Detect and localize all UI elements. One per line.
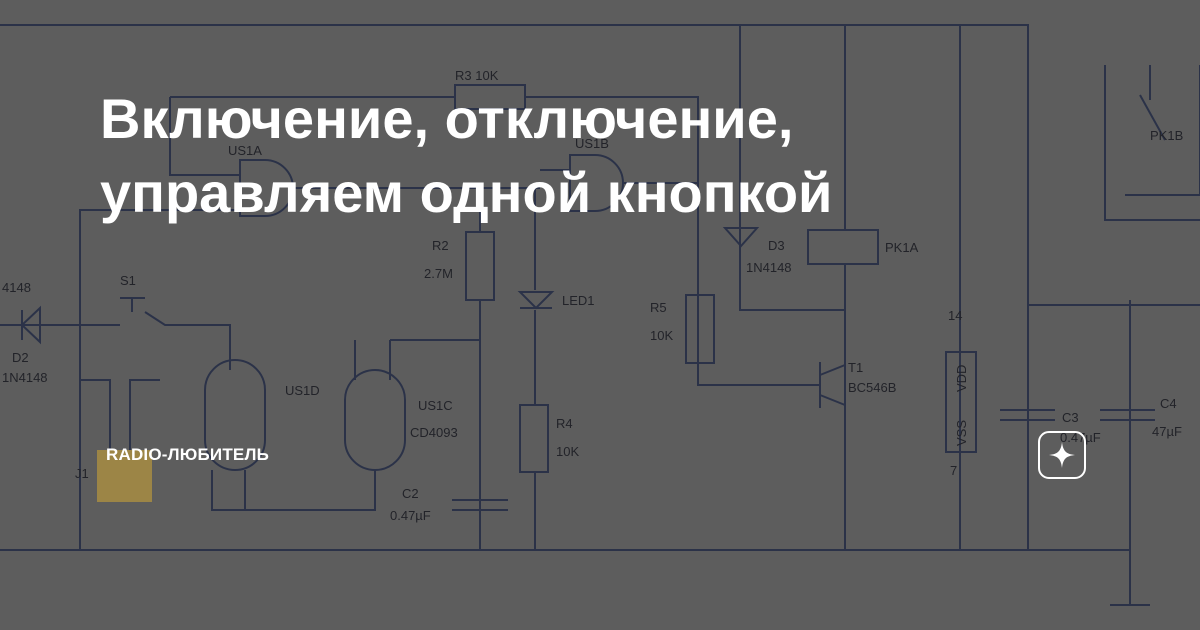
- zen-logo[interactable]: [1038, 431, 1086, 479]
- schematic-label-r5-value: 10K: [650, 328, 673, 343]
- schematic-label-led1: LED1: [562, 293, 595, 308]
- schematic-label-us1c: US1C: [418, 398, 453, 413]
- schematic-label-s1: S1: [120, 273, 136, 288]
- schematic-label-d3: D3: [768, 238, 785, 253]
- zen-sparkle-icon: [1049, 442, 1075, 468]
- schematic-label-vdd: VDD: [954, 365, 969, 392]
- schematic-label-t1-value: BC546B: [848, 380, 896, 395]
- schematic-label-d2-value: 1N4148: [2, 370, 48, 385]
- schematic-label-t1: T1: [848, 360, 863, 375]
- schematic-label-r3: R3 10K: [455, 68, 499, 83]
- headline-line-2: управляем одной кнопкой: [100, 161, 833, 224]
- schematic-label-c4-value: 47µF: [1152, 424, 1182, 439]
- schematic-label-c3: C3: [1062, 410, 1079, 425]
- schematic-label-pin14: 14: [948, 308, 962, 323]
- schematic-label-d2: D2: [12, 350, 29, 365]
- schematic-label-j1: J1: [75, 466, 89, 481]
- schematic-label-c2-value: 0.47µF: [390, 508, 431, 523]
- schematic-label-r2-value: 2.7M: [424, 266, 453, 281]
- schematic-label-cd4093: CD4093: [410, 425, 458, 440]
- schematic-label-d1-value: 4148: [2, 280, 31, 295]
- schematic-label-r5: R5: [650, 300, 667, 315]
- schematic-label-c4: C4: [1160, 396, 1177, 411]
- schematic-label-pk1b: PK1B: [1150, 128, 1183, 143]
- schematic-label-r2: R2: [432, 238, 449, 253]
- schematic-label-c2: C2: [402, 486, 419, 501]
- schematic-label-r4-value: 10K: [556, 444, 579, 459]
- channel-name[interactable]: RADIO-ЛЮБИТЕЛЬ: [106, 445, 270, 464]
- schematic-label-vss: VSS: [954, 420, 969, 446]
- schematic-label-r4: R4: [556, 416, 573, 431]
- schematic-label-pk1a: PK1A: [885, 240, 919, 255]
- schematic-label-us1b: US1B: [575, 136, 609, 151]
- schematic-label-d3-value: 1N4148: [746, 260, 792, 275]
- article-headline: Включение, отключение, управляем одной к…: [100, 82, 1100, 230]
- schematic-label-us1a: US1A: [228, 143, 262, 158]
- headline-line-1: Включение, отключение,: [100, 87, 794, 150]
- schematic-label-us1d: US1D: [285, 383, 320, 398]
- schematic-label-pin7: 7: [950, 463, 957, 478]
